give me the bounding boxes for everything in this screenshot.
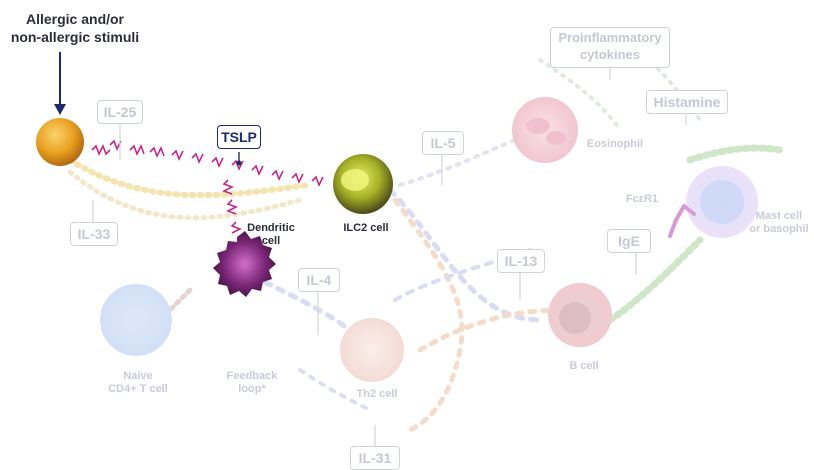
il33-label: IL-33: [70, 222, 118, 246]
eosinophil-cell: [512, 97, 578, 163]
il13-label: IL-13: [497, 249, 545, 273]
b-cell-label: B cell: [569, 360, 599, 372]
dendritic-cell: [213, 231, 276, 297]
il25-label: IL-25: [97, 100, 143, 124]
il4-label: IL-4: [298, 268, 340, 292]
th2-cell-label: Th2 cell: [356, 388, 398, 400]
ilc2-cell: [333, 154, 393, 214]
histamine-label: Histamine: [646, 90, 728, 114]
fcer1-receptor-icon: [668, 204, 696, 238]
il31-label: IL-31: [350, 446, 400, 470]
label-connectors: [92, 65, 687, 446]
fcer1-label: FcεR1: [625, 193, 659, 205]
epithelial-stimulus-cell: [36, 118, 84, 166]
ilc2-cell-label: ILC2 cell: [343, 222, 389, 234]
naive-t-cell-label: Naive CD4+ T cell: [108, 370, 168, 395]
proinflammatory-label: Proinflammatory cytokines: [550, 27, 670, 68]
b-cell: [548, 283, 612, 347]
eosinophil-label: Eosinophil: [586, 138, 644, 150]
tslp-label: TSLP: [217, 125, 261, 149]
mast-cell: [686, 166, 758, 238]
dendritic-cell-label: Dendritic cell: [247, 222, 295, 247]
mast-cell-label: Mast cell or basophil: [749, 210, 809, 235]
ige-label: IgE: [607, 229, 651, 253]
stimuli-label: Allergic and/or non-allergic stimuli: [10, 11, 140, 45]
tslp-signal-chain: [91, 139, 324, 234]
feedback-loop-label: Feedback loop*: [226, 370, 278, 395]
naive-t-cell: [100, 284, 172, 356]
stimulus-arrow: [54, 52, 66, 115]
il5-label: IL-5: [422, 131, 464, 155]
th2-cell: [340, 318, 404, 382]
